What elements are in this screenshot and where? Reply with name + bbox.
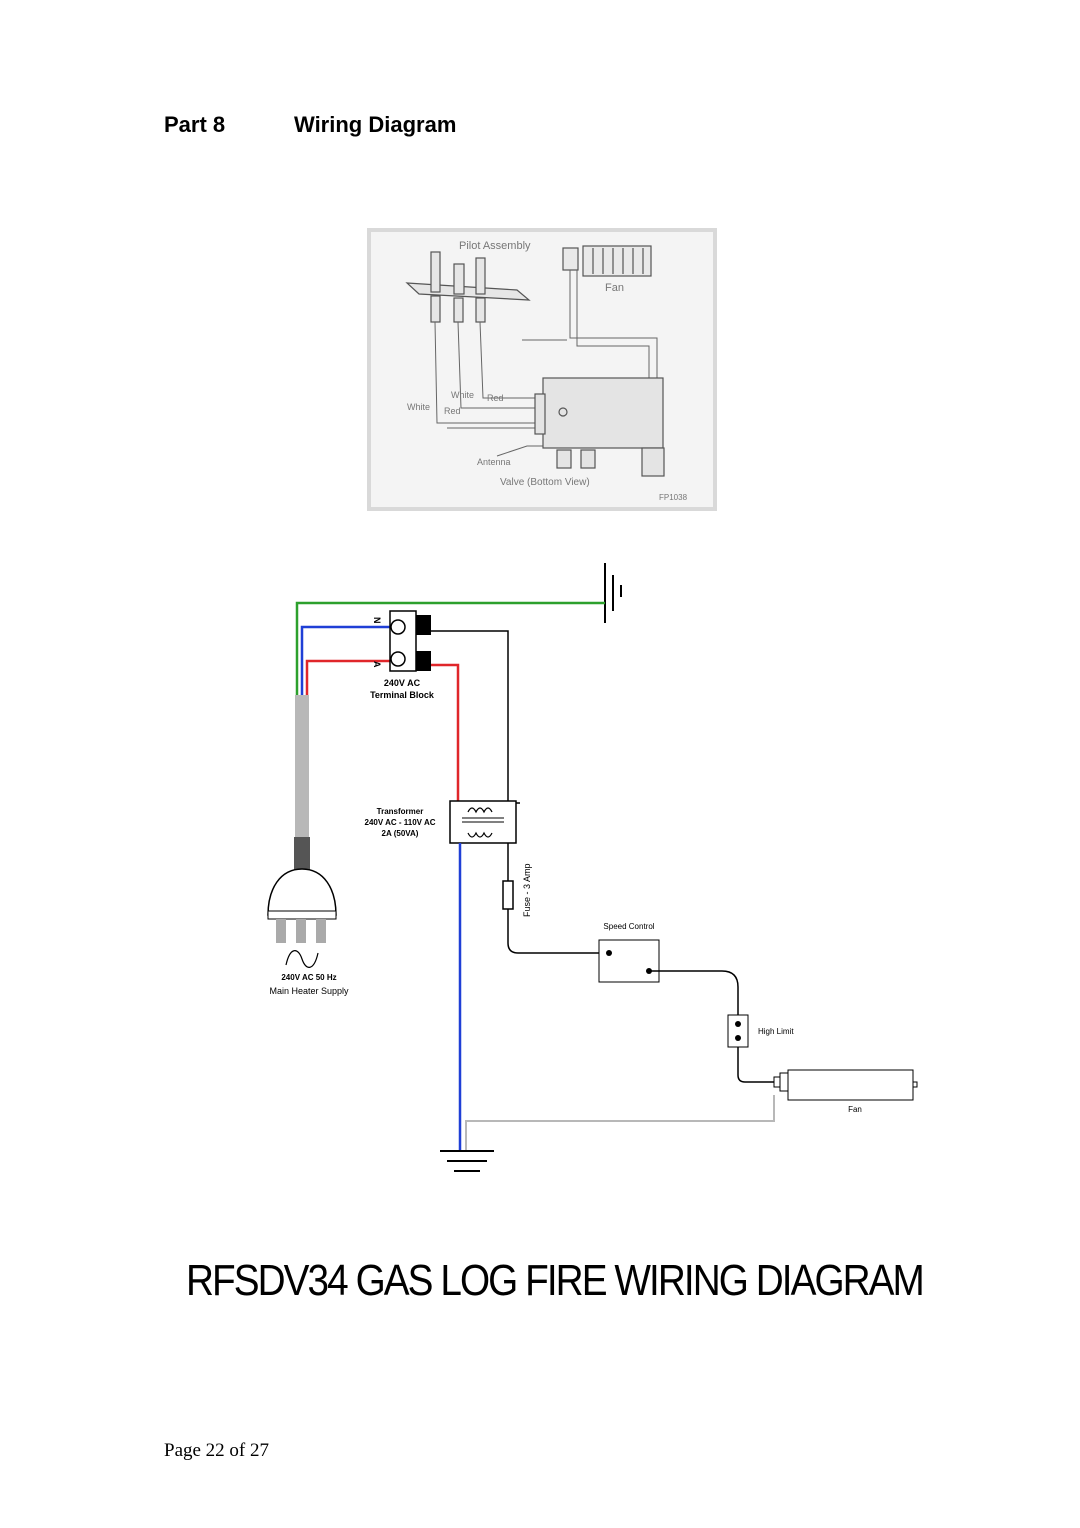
speed-control-label: Speed Control — [603, 922, 654, 931]
wiring-schematic: N A 240V AC Terminal Block Transformer 2… — [267, 563, 918, 1172]
fan-motor: Fan — [773, 1069, 918, 1114]
terminal-a-label: A — [372, 661, 382, 668]
transformer-label: Transformer — [377, 807, 424, 816]
red-label-1: Red — [487, 393, 504, 403]
terminal-block-voltage: 240V AC — [384, 678, 421, 688]
power-plug: 240V AC 50 Hz Main Heater Supply — [267, 868, 349, 996]
fan-label: Fan — [605, 282, 624, 294]
neutral-wire — [300, 625, 395, 695]
section-title: Wiring Diagram — [294, 112, 457, 137]
part-number: Part 8 — [164, 112, 226, 137]
fan-icon — [562, 245, 652, 277]
terminal-n-label: N — [372, 617, 382, 624]
pilot-assembly-icon — [405, 251, 531, 323]
page-number: Page 22 of 27 — [164, 1440, 270, 1461]
high-limit-label: High Limit — [758, 1027, 794, 1036]
supply-label: Main Heater Supply — [269, 986, 349, 996]
pilot-assembly-diagram: Pilot Assembly Fan White Red White Red A… — [367, 228, 717, 511]
pilot-assembly-label: Pilot Assembly — [459, 240, 531, 252]
fuse-label: Fuse - 3 Amp — [522, 863, 532, 917]
supply-voltage: 240V AC 50 Hz — [281, 973, 336, 982]
white-label-1: White — [451, 390, 474, 400]
ground-symbol-bottom — [440, 1150, 494, 1172]
transformer: Transformer 240V AC - 110V AC 2A (50VA) — [365, 800, 517, 844]
terminal-block: N A 240V AC Terminal Block — [370, 610, 435, 700]
antenna-label: Antenna — [477, 457, 511, 467]
diagram-title: RFSDV34 GAS LOG FIRE WIRING DIAGRAM — [186, 1256, 925, 1305]
ground-symbol-top — [604, 563, 622, 623]
valve-icon — [534, 377, 665, 477]
transformer-current: 2A (50VA) — [382, 829, 419, 838]
speed-control: Speed Control — [598, 922, 660, 983]
terminal-block-label: Terminal Block — [370, 690, 435, 700]
high-limit-switch: High Limit — [727, 1014, 794, 1048]
transformer-rating: 240V AC - 110V AC — [365, 818, 436, 827]
red-label-2: Red — [444, 406, 461, 416]
figure-code: FP1038 — [659, 493, 688, 502]
white-label-2: White — [407, 402, 430, 412]
active-wire — [305, 659, 395, 695]
fan-label-schematic: Fan — [848, 1105, 862, 1114]
valve-label: Valve (Bottom View) — [500, 477, 590, 488]
earth-wire — [295, 601, 605, 695]
